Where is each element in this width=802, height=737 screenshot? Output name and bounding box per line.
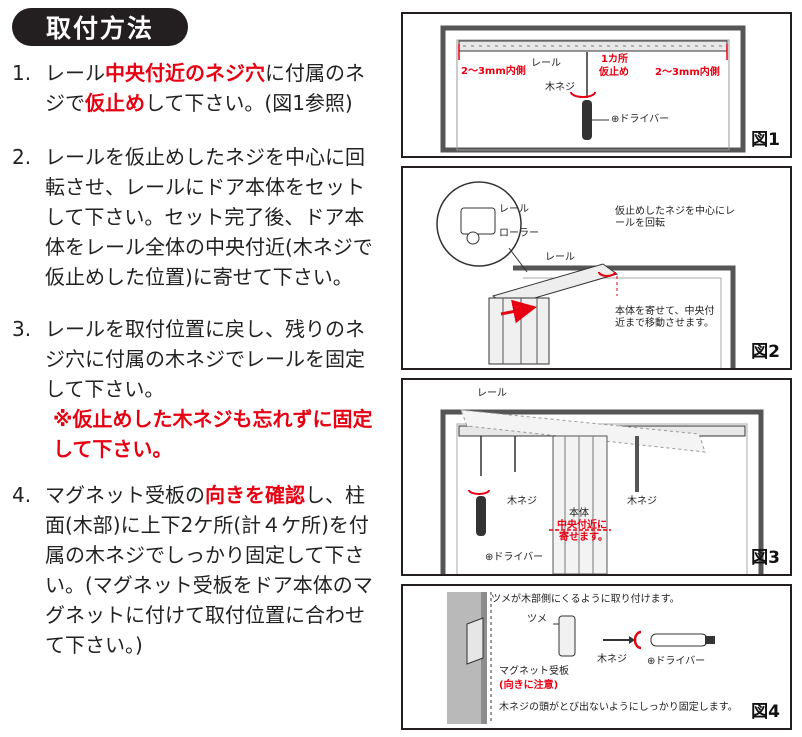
fig2-roller-label: ローラー: [499, 228, 539, 239]
fig2-rail-zoom-label: レール: [499, 204, 529, 215]
figure-4: ツメが木部側にくるように取り付けます。 ツメ マグネット受板 (向きに注意) 木…: [401, 584, 792, 730]
fig1-temp-label: 仮止め: [599, 67, 629, 78]
fig1-screw-label: 木ネジ: [545, 82, 575, 93]
figure-3: レール 木ネジ 木ネジ 本体 中央付近に 寄せます。 ⊕ドライバー 図3: [401, 378, 792, 576]
figure-2-label: 図2: [751, 342, 780, 362]
fig2-rotate-label: 仮止めしたネジを中心にレールを回転: [615, 206, 735, 229]
step-text: レールを取付位置に戻し、残りのネジ穴に付属の木ネジでレールを固定して下さい。: [45, 317, 365, 401]
fig4-top-text: ように取り付けます。: [580, 594, 680, 605]
step-text: し、柱面(木部)に上下2ケ所(計４ケ所)を付属の木ネジでしっかり固定して下さい。…: [45, 483, 373, 657]
fig2-rail-label: レール: [545, 252, 575, 263]
figure-1-drawing: [440, 25, 746, 153]
step-number: 4.: [12, 483, 32, 507]
step-number: 3.: [12, 317, 32, 341]
step-emphasis: 中央付近のネジ穴: [105, 61, 265, 85]
figure-3-drawing: [440, 409, 764, 574]
fig4-screw-label: 木ネジ: [597, 654, 627, 665]
figure-1: 2〜3mm内側 レール 1カ所 仮止め 2〜3mm内側 木ネジ ⊕ドライバー 図…: [401, 12, 792, 158]
figure-3-label: 図3: [751, 548, 780, 568]
fig4-top-instruction: ツメが木部側にくるように取り付けます。: [491, 594, 680, 606]
fig4-bottom-text: ようにしっかり固定します。: [608, 702, 738, 713]
figure-2: レール ローラー 仮止めしたネジを中心にレールを回転 レール 本体を寄せて、中央…: [401, 166, 792, 370]
step-emphasis: 向きを確認: [205, 483, 305, 507]
fig1-driver-label: ⊕ドライバー: [611, 114, 670, 125]
fig3-driver-label: ⊕ドライバー: [485, 552, 544, 563]
step-number: 2.: [12, 145, 32, 169]
fig4-top-emphasis: ツメが木部側にくる: [491, 594, 581, 605]
step-2: 2. レールを仮止めしたネジを中心に回転させ、レールにドア本体をセットして下さい…: [12, 142, 384, 292]
step-4: 4. マグネット受板の向きを確認し、柱面(木部)に上下2ケ所(計４ケ所)を付属の…: [12, 480, 384, 660]
fig1-rail-label: レール: [531, 58, 561, 69]
step-1: 1. レール中央付近のネジ穴に付属のネジで仮止めして下さい。(図1参照): [12, 58, 384, 118]
step-text: レールを仮止めしたネジを中心に回転させ、レールにドア本体をセットして下さい。セッ…: [45, 145, 373, 289]
fig4-plate-label: マグネット受板: [499, 666, 569, 677]
fig4-bottom-emphasis: 木ネジの頭がとび出ない: [499, 702, 609, 713]
fig3-screw-left-label: 木ネジ: [507, 496, 537, 507]
step-text: マグネット受板の: [45, 483, 205, 507]
page-heading: 取付方法: [12, 8, 188, 46]
fig3-body-label: 本体: [569, 508, 589, 519]
fig1-one-place-label: 1カ所: [601, 54, 628, 65]
fig3-screw-right-label: 木ネジ: [627, 496, 657, 507]
fig3-center-label-2: 寄せます。: [559, 532, 608, 543]
fig1-left-gap-label: 2〜3mm内側: [461, 66, 526, 77]
fig1-right-gap-label: 2〜3mm内側: [655, 67, 720, 78]
figure-4-drawing: [447, 592, 715, 724]
step-text: レール: [45, 61, 105, 85]
step-3: 3. レールを取付位置に戻し、残りのネジ穴に付属の木ネジでレールを固定して下さい…: [12, 314, 384, 464]
fig4-tsume-label: ツメ: [527, 614, 547, 625]
step-text: に付属のネジで: [45, 61, 365, 115]
fig2-move-label: 本体を寄せて、中央付近まで移動させます。: [615, 306, 715, 329]
fig3-rail-label: レール: [477, 388, 507, 399]
step-emphasis: 仮止め: [85, 91, 145, 115]
step-number: 1.: [12, 61, 32, 85]
fig4-bottom-instruction: 木ネジの頭がとび出ないようにしっかり固定します。: [499, 702, 738, 714]
figure-1-label: 図1: [751, 130, 780, 150]
fig4-driver-label: ⊕ドライバー: [647, 656, 706, 667]
step-text: して下さい。(図1参照): [145, 91, 353, 115]
step-warning-note: ※仮止めした木ネジも忘れずに固定して下さい。: [53, 407, 373, 461]
figure-4-label: 図4: [751, 702, 780, 722]
fig3-center-label-1: 中央付近に: [557, 520, 607, 531]
fig4-plate-note: (向きに注意): [499, 680, 559, 691]
figure-2-drawing: [436, 181, 736, 368]
